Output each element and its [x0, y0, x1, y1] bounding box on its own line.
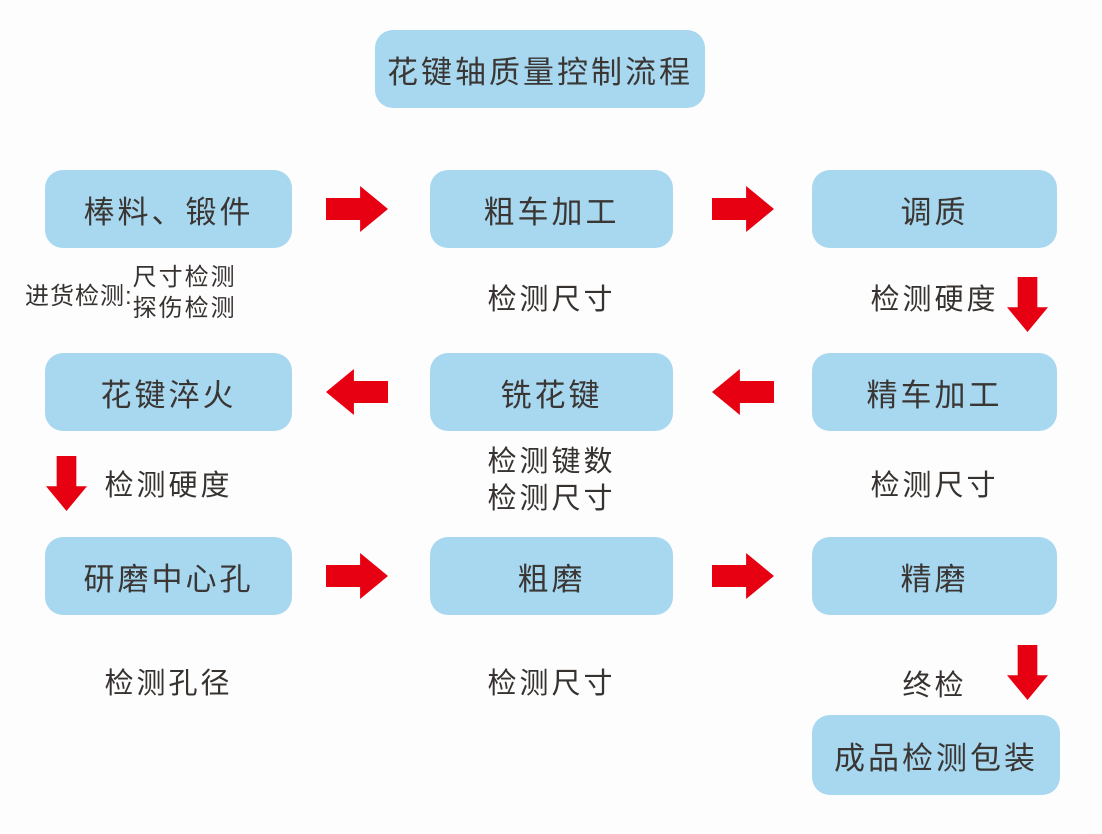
inspection-line: 检测键数	[487, 446, 616, 478]
inspection-line: 检测尺寸	[487, 483, 616, 515]
node-tempering: 调质	[812, 170, 1057, 248]
node-rough-grinding: 粗磨	[430, 537, 673, 615]
arrow-right-icon	[712, 553, 774, 599]
incoming-inspection-label: 进货检测: 尺寸检测 探伤检测	[25, 262, 317, 324]
arrow-right-icon	[326, 553, 388, 599]
arrow-left-icon	[712, 369, 774, 415]
inspection-after-fine-turning: 检测尺寸	[870, 470, 999, 502]
node-spline-quenching: 花键淬火	[45, 353, 292, 431]
inspection-after-rough-turning: 检测尺寸	[487, 284, 616, 316]
arrow-right-icon	[326, 186, 388, 232]
arrow-right-icon	[712, 186, 774, 232]
incoming-inspection-item: 探伤检测	[132, 295, 237, 322]
incoming-inspection-prefix: 进货检测:	[25, 282, 133, 310]
inspection-after-center-hole-grinding: 检测孔径	[104, 668, 233, 700]
node-final-packaging: 成品检测包装	[812, 715, 1060, 795]
inspection-final: 终检	[902, 670, 967, 702]
node-center-hole-grinding: 研磨中心孔	[45, 537, 292, 615]
inspection-after-spline-quenching: 检测硬度	[104, 470, 233, 502]
inspection-after-spline-milling: 检测键数 检测尺寸	[430, 444, 673, 518]
arrow-left-icon	[326, 369, 388, 415]
incoming-inspection-item: 尺寸检测	[132, 264, 237, 291]
incoming-inspection-items: 尺寸检测 探伤检测	[133, 262, 237, 324]
node-spline-milling: 铣花键	[430, 353, 673, 431]
node-fine-grinding: 精磨	[812, 537, 1057, 615]
node-rough-turning: 粗车加工	[430, 170, 673, 248]
node-bar-stock: 棒料、锻件	[45, 170, 292, 248]
flowchart-title: 花键轴质量控制流程	[375, 30, 705, 108]
inspection-after-rough-grinding: 检测尺寸	[487, 668, 616, 700]
inspection-after-tempering: 检测硬度	[870, 284, 999, 316]
node-fine-turning: 精车加工	[812, 353, 1057, 431]
